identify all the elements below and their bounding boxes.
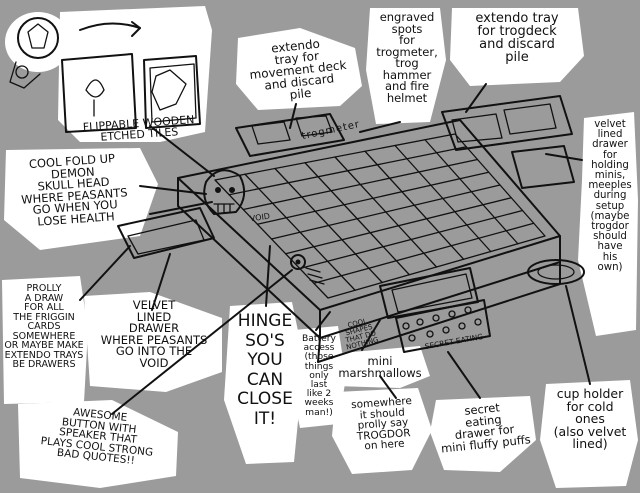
marshmallow bbox=[432, 314, 440, 322]
bubble-secret-drawer bbox=[430, 396, 536, 472]
grid-line bbox=[394, 144, 492, 253]
bubble-hinge bbox=[224, 302, 304, 464]
note-somewhere-trogdor: somewhere it should prolly say TROGDOR o… bbox=[350, 394, 413, 453]
marshmallow bbox=[448, 310, 456, 318]
marshmallow bbox=[426, 330, 434, 338]
bubble-trogdeck bbox=[450, 8, 584, 86]
bubble-button bbox=[18, 400, 178, 488]
note-cup-holder: cup holder for cold ones (also velvet li… bbox=[553, 386, 627, 451]
note-velvet-void: VELVET LINED DRAWER WHERE PEASANTS GO IN… bbox=[100, 298, 208, 370]
marshmallow-dots bbox=[402, 306, 482, 342]
marshmallow bbox=[408, 334, 416, 342]
bubble-emblem bbox=[5, 12, 71, 72]
bubble-velvet-minis bbox=[578, 112, 638, 336]
bubble-somewhere bbox=[332, 388, 432, 474]
note-secret-drawer: secret eating drawer for mini fluffy puf… bbox=[440, 400, 532, 456]
note-engraved-spots: engraved spots for trogmeter, trog hamme… bbox=[376, 10, 438, 105]
trays-and-drawers bbox=[117, 95, 585, 353]
grid-line bbox=[313, 222, 535, 284]
bubble-void bbox=[84, 292, 222, 392]
trogdor-emblem bbox=[9, 17, 59, 89]
marshmallow bbox=[402, 322, 410, 330]
grid-line bbox=[364, 150, 465, 260]
note-velvet-minis: velvet lined drawer for holding minis, m… bbox=[588, 119, 632, 273]
bubble-cards bbox=[2, 276, 88, 404]
bubble-marshmallows bbox=[330, 346, 430, 388]
bubble-skull bbox=[4, 148, 158, 250]
marshmallow bbox=[474, 318, 482, 326]
bubble-cup-holder bbox=[540, 380, 638, 488]
leader-lines bbox=[79, 83, 591, 415]
speaker-button bbox=[290, 254, 325, 285]
bubble-movement-tray bbox=[236, 28, 362, 110]
bubble-battery bbox=[290, 326, 346, 428]
marshmallow bbox=[442, 326, 450, 334]
grid-line bbox=[299, 209, 524, 270]
grid-line bbox=[424, 139, 519, 245]
note-trogdeck-tray: extendo tray for trogdeck and discard pi… bbox=[475, 11, 559, 65]
board-grid bbox=[228, 139, 535, 291]
note-marshmallows: mini marshmallows bbox=[338, 354, 422, 380]
note-bubbles bbox=[2, 6, 638, 488]
bubble-tiles bbox=[58, 6, 212, 142]
note-movement-tray: extendo tray for movement deck and disca… bbox=[248, 36, 348, 102]
marshmallow bbox=[464, 306, 472, 314]
grid-line bbox=[270, 184, 501, 240]
note-battery: Battery access (those things only last l… bbox=[301, 333, 336, 418]
note-cards-drawer: PROLLY A DRAW FOR ALL THE FRIGGIN CARDS … bbox=[4, 283, 84, 370]
marshmallow bbox=[416, 318, 424, 326]
note-hinge: HINGE SO'S YOU CAN CLOSE IT! bbox=[237, 311, 293, 429]
demon-skull-head bbox=[203, 169, 246, 215]
grid-line bbox=[284, 197, 512, 255]
note-skull-head: COOL FOLD UP DEMON SKULL HEAD WHERE PEAS… bbox=[20, 151, 128, 229]
flippable-tile-sketches bbox=[61, 21, 201, 133]
bubble-engraved bbox=[366, 8, 446, 124]
marshmallow bbox=[458, 322, 466, 330]
